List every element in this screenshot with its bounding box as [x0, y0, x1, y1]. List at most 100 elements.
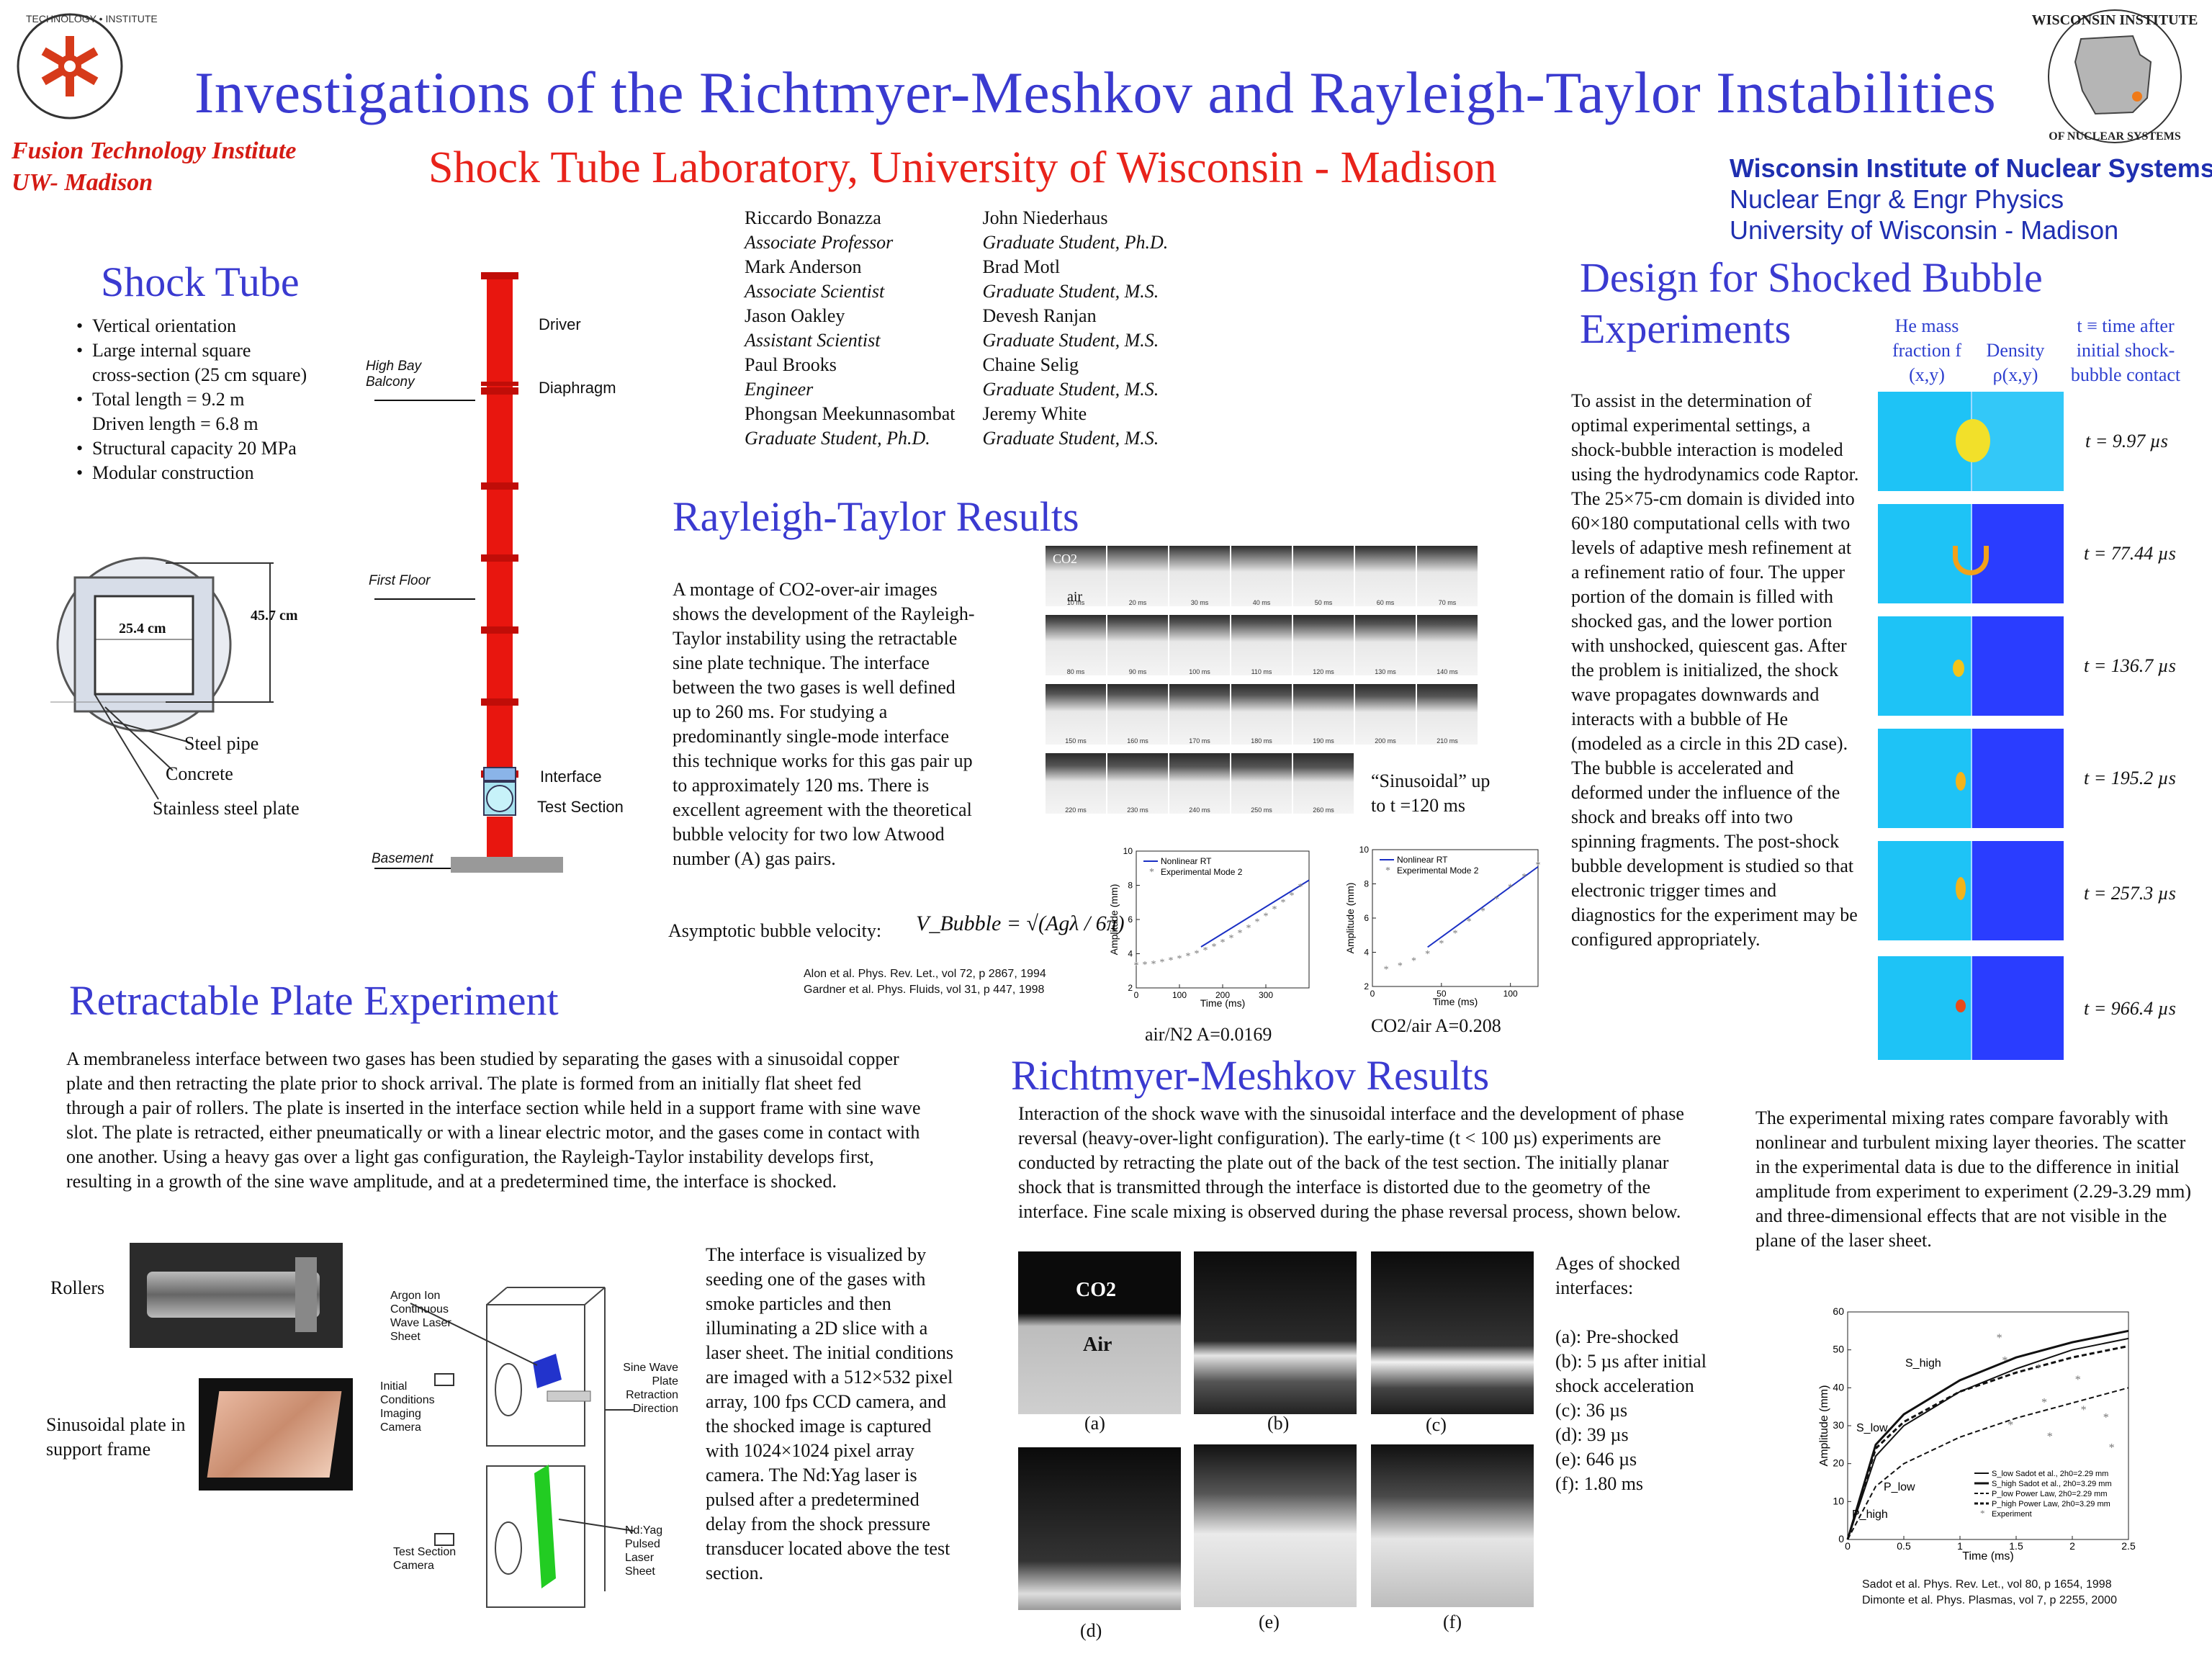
data-point: *: [1143, 960, 1148, 971]
data-point: *: [1186, 951, 1191, 962]
label-laser: Argon Ion Continuous Wave Laser Sheet: [390, 1290, 451, 1343]
rt-heading: Rayleigh-Taylor Results: [673, 493, 1079, 540]
data-point: *: [1151, 959, 1156, 970]
x-axis-label: Time (ms): [1962, 1550, 2013, 1563]
tube-label-first-floor: First Floor: [369, 573, 431, 588]
montage-frame: 180 ms: [1231, 684, 1292, 745]
x-tick-label: 200: [1215, 990, 1230, 1000]
label-concrete: Concrete: [166, 763, 233, 784]
data-point: *: [1264, 911, 1269, 922]
data-point: *: [1229, 933, 1234, 944]
label-rollers: Rollers: [50, 1277, 105, 1298]
data-point: *: [2008, 1419, 2013, 1431]
tube-cross-section: [50, 557, 274, 800]
montage-time-label: 210 ms: [1437, 737, 1458, 745]
montage-frame: 150 ms: [1046, 684, 1106, 745]
legend-label: Experimental Mode 2: [1161, 867, 1243, 877]
dim-outer: 45.7 cm: [251, 608, 298, 624]
chart-annotation: S_low: [1856, 1422, 1888, 1434]
tube-label-driver: Driver: [539, 315, 581, 333]
rm-text: Interaction of the shock wave with the s…: [1018, 1103, 1684, 1222]
rm-label-b: (b): [1267, 1413, 1290, 1434]
montage-frame: 90 ms: [1107, 615, 1168, 675]
montage-frame: 80 ms: [1046, 615, 1106, 675]
rm-ref2: Dimonte et al. Phys. Plasmas, vol 7, p 2…: [1862, 1594, 2117, 1606]
montage-time-label: 150 ms: [1065, 737, 1087, 745]
montage-time-label: 240 ms: [1189, 806, 1210, 814]
svg-text:WISCONSIN INSTITUTE: WISCONSIN INSTITUTE: [2032, 12, 2198, 28]
rm-ages: Ages of shocked interfaces: (a): Pre-sho…: [1555, 1253, 1707, 1494]
legend-label: S_low Sadot et al., 2h0=2.29 mm: [1992, 1470, 2108, 1478]
x-tick-label: 1.5: [2009, 1540, 2023, 1552]
x-tick-label: 0: [1845, 1540, 1851, 1552]
data-point: *: [1255, 917, 1260, 928]
data-point: *: [1272, 904, 1277, 915]
tube-label-basement: Basement: [372, 851, 433, 866]
series-line: [1847, 1337, 2129, 1540]
fti-logo-text: TECHNOLOGY • INSTITUTE: [26, 13, 158, 24]
data-point: *: [1425, 949, 1430, 960]
rt-formula: V_Bubble = √(Agλ / 6π): [916, 912, 1125, 935]
label-sine-plate: Sine Wave Plate Retraction Direction: [623, 1362, 678, 1415]
y-axis-label: Amplitude (mm): [1818, 1385, 1830, 1467]
plot-frame: [1136, 850, 1310, 989]
montage-time-label: 180 ms: [1251, 737, 1272, 745]
retract-text: A membraneless interface between two gas…: [66, 1048, 921, 1192]
legend-label: Experimental Mode 2: [1397, 866, 1479, 876]
rm-image-e: [1194, 1444, 1357, 1607]
legend-label: Experiment: [1992, 1510, 2032, 1519]
y-tick-label: 6: [1128, 914, 1133, 925]
y-tick-label: 50: [1833, 1344, 1844, 1355]
tube-label-test-section: Test Section: [537, 798, 624, 816]
data-point: *: [1177, 954, 1182, 965]
data-point: *: [2109, 1442, 2115, 1455]
montage-time-label: 170 ms: [1189, 737, 1210, 745]
montage-time-label: 160 ms: [1127, 737, 1148, 745]
rt-ref1: Alon et al. Phys. Rev. Let., vol 72, p 2…: [804, 968, 1046, 980]
label-steel-pipe: Steel pipe: [184, 733, 259, 754]
wins-affiliation: Wisconsin Institute of Nuclear Systems N…: [1730, 153, 2212, 245]
rt-graph1-caption: air/N2 A=0.0169: [1145, 1024, 1272, 1045]
wins-logo: WISCONSIN INSTITUTE OF NUCLEAR SYSTEMS: [2032, 9, 2198, 143]
data-point: *: [1536, 860, 1541, 871]
rm-label-c: (c): [1426, 1414, 1447, 1435]
sim-frame-2: [1878, 504, 2064, 603]
data-point: *: [2103, 1411, 2109, 1424]
bubble-time-6: t = 966.4 µs: [2084, 998, 2176, 1019]
rm-co2-label: CO2: [1076, 1279, 1116, 1301]
bubble-text: To assist in the determination of optima…: [1571, 390, 1859, 950]
data-point: *: [1195, 949, 1200, 960]
montage-time-label: 190 ms: [1313, 737, 1334, 745]
tube-label-interface: Interface: [540, 768, 602, 786]
montage-air-label: air: [1067, 589, 1083, 605]
data-point: *: [1160, 957, 1165, 968]
montage-frame: 20 ms: [1107, 546, 1168, 606]
montage-frame: 170 ms: [1169, 684, 1230, 745]
montage-frame: 130 ms: [1355, 615, 1416, 675]
chart-annotation: P_low: [1884, 1481, 1915, 1493]
montage-time-label: 220 ms: [1065, 806, 1087, 814]
x-tick-label: 100: [1503, 989, 1518, 999]
montage-frame: 240 ms: [1169, 753, 1230, 814]
retract-text2: The interface is visualized by seeding o…: [706, 1244, 953, 1583]
montage-frame: 70 ms: [1417, 546, 1478, 606]
chart-annotation: S_high: [1905, 1357, 1941, 1370]
bubble-time-5: t = 257.3 µs: [2084, 883, 2176, 904]
sim-frame-6: [1878, 956, 2064, 1060]
data-point: *: [1212, 942, 1217, 953]
sim-frame-4: [1878, 729, 2064, 828]
bubble-col-time: t ≡ time after initial shock-bubble cont…: [2070, 315, 2181, 385]
rm-heading: Richtmyer-Meshkov Results: [1011, 1052, 1490, 1099]
data-point: *: [1439, 939, 1444, 950]
x-tick-label: 2.5: [2121, 1540, 2136, 1552]
y-tick-label: 4: [1364, 948, 1369, 958]
x-axis-label: Time (ms): [1433, 996, 1478, 1007]
montage-time-label: 10 ms: [1066, 599, 1085, 606]
y-axis-label: Amplitude (mm): [1344, 883, 1356, 954]
bubble-col-he: He mass fraction f (x,y): [1892, 315, 1961, 385]
bubble-sim-strip: [1878, 392, 2064, 1060]
